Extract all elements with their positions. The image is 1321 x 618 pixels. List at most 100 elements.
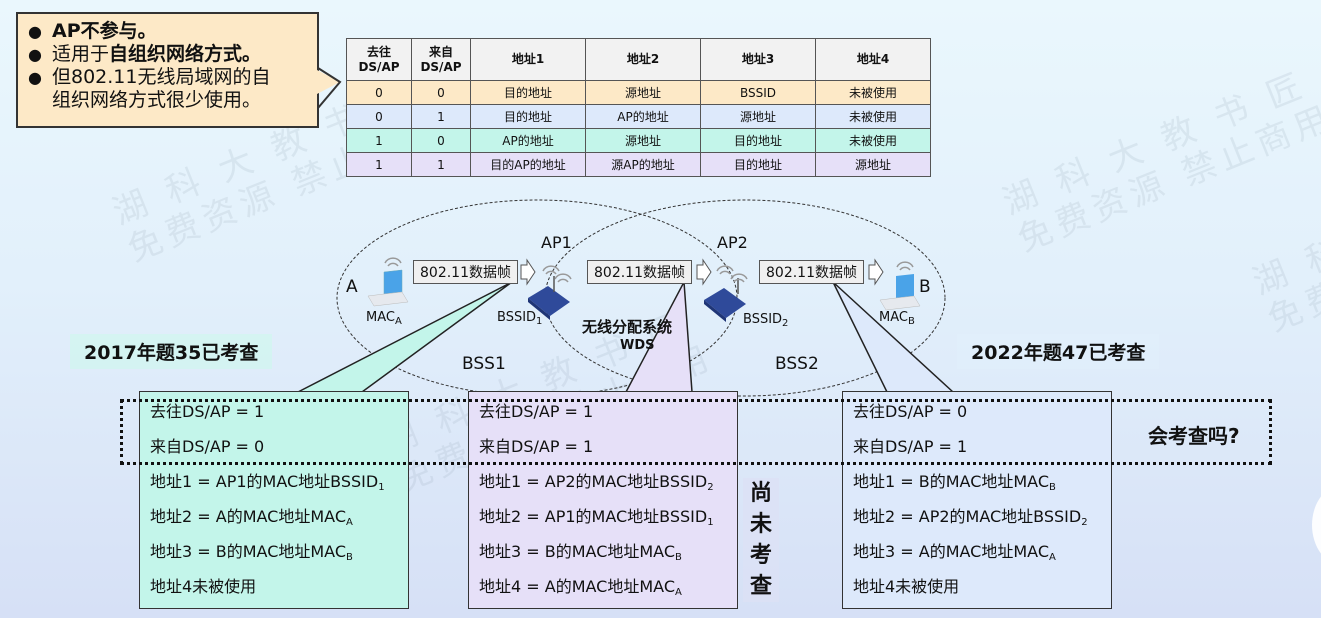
box2-pointer bbox=[624, 279, 693, 393]
wifi-signal-icon bbox=[384, 257, 402, 267]
bssid-text: BSSID bbox=[743, 312, 783, 327]
field-text: 地址3 = B的MAC地址MAC bbox=[150, 542, 347, 561]
table-header: 地址4 bbox=[815, 38, 931, 81]
mac-text: MAC bbox=[366, 310, 395, 325]
frame-fields-box-1: 去往DS/AP = 1 来自DS/AP = 0 地址1 = AP1的MAC地址B… bbox=[139, 391, 409, 609]
table-cell: AP的地址 bbox=[585, 104, 701, 129]
field-row: 地址2 = AP1的MAC地址BSSID1 bbox=[479, 499, 737, 534]
field-subscript: 2 bbox=[707, 482, 714, 493]
table-cell: 源AP的地址 bbox=[585, 152, 701, 177]
ap2-router-icon bbox=[704, 278, 746, 322]
field-row: 地址1 = B的MAC地址MACB bbox=[853, 464, 1111, 499]
field-subscript: B bbox=[346, 552, 353, 563]
field-text: 来自DS/AP = 1 bbox=[853, 437, 968, 456]
bss2-label: BSS2 bbox=[775, 354, 819, 374]
field-subscript: A bbox=[1049, 552, 1056, 563]
mac-text: MAC bbox=[879, 310, 908, 325]
table-cell: 1 bbox=[346, 128, 412, 153]
field-subscript: A bbox=[675, 587, 682, 598]
field-row: 来自DS/AP = 1 bbox=[853, 429, 1111, 464]
field-row: 地址1 = AP1的MAC地址BSSID1 bbox=[150, 464, 408, 499]
bssid-subscript: 2 bbox=[782, 318, 789, 329]
data-frame-3: 802.11数据帧 bbox=[759, 260, 864, 284]
field-row: 来自DS/AP = 1 bbox=[479, 429, 737, 464]
bullet-icon: ● bbox=[28, 22, 42, 41]
note-bold-text: 自组织网络方式。 bbox=[109, 43, 262, 65]
bssid-text: BSSID bbox=[497, 310, 537, 325]
exam-tag-2022: 2022年题47已考查 bbox=[957, 334, 1160, 369]
vertical-char: 查 bbox=[749, 574, 772, 599]
field-text: 地址4未被使用 bbox=[853, 577, 960, 596]
wds-label: 无线分配系统 bbox=[582, 318, 673, 336]
table-cell: 源地址 bbox=[815, 152, 931, 177]
table-cell: AP的地址 bbox=[470, 128, 586, 153]
field-row: 地址4未被使用 bbox=[853, 569, 1111, 604]
table-cell: 目的地址 bbox=[700, 152, 816, 177]
field-text: 地址2 = A的MAC地址MAC bbox=[150, 507, 346, 526]
header-line: DS/AP bbox=[420, 59, 462, 74]
ap1-router-icon bbox=[528, 276, 570, 320]
frame-arrow-icon bbox=[696, 258, 712, 286]
vertical-char: 尚 bbox=[749, 481, 772, 506]
header-line: 来自 bbox=[428, 44, 453, 59]
field-text: 地址2 = AP1的MAC地址BSSID bbox=[479, 507, 708, 526]
wifi-signal-icon bbox=[896, 261, 914, 271]
table-cell: 0 bbox=[346, 80, 412, 105]
field-row: 地址3 = B的MAC地址MACB bbox=[150, 534, 408, 569]
table-cell: 源地址 bbox=[585, 128, 701, 153]
not-yet-tested-tag: 尚 未 考 查 bbox=[743, 478, 779, 602]
field-row: 地址2 = A的MAC地址MACA bbox=[150, 499, 408, 534]
question-label: 会考查吗? bbox=[1148, 424, 1240, 448]
note-item: ● 但802.11无线局域网的自 bbox=[28, 66, 309, 89]
bssid-subscript: 1 bbox=[536, 316, 543, 327]
field-row: 地址3 = B的MAC地址MACB bbox=[479, 534, 737, 569]
field-subscript: 1 bbox=[707, 517, 714, 528]
table-cell: 目的地址 bbox=[700, 128, 816, 153]
field-subscript: A bbox=[346, 517, 353, 528]
field-text: 地址1 = AP1的MAC地址BSSID bbox=[150, 472, 379, 491]
table-cell: 1 bbox=[411, 104, 471, 129]
station-a-label: A bbox=[346, 277, 358, 297]
field-row: 地址4 = A的MAC地址MACA bbox=[479, 569, 737, 604]
frame-fields-box-3: 去往DS/AP = 0 来自DS/AP = 1 地址1 = B的MAC地址MAC… bbox=[842, 391, 1112, 609]
wifi-signal-icon bbox=[716, 265, 748, 283]
bssid2-label: BSSID2 bbox=[743, 312, 788, 329]
mac-subscript: A bbox=[394, 316, 402, 327]
frame-arrow-icon bbox=[868, 258, 884, 286]
bullet-icon: ● bbox=[28, 68, 42, 87]
table-header: 地址1 bbox=[470, 38, 586, 81]
field-text: 去往DS/AP = 0 bbox=[853, 402, 968, 421]
ds-flags-highlight bbox=[120, 399, 1272, 465]
note-item: ●适用于自组织网络方式。 bbox=[28, 43, 309, 66]
table-cell: BSSID bbox=[700, 80, 816, 105]
note-continuation: 组织网络方式很少使用。 bbox=[52, 89, 262, 111]
field-row: 地址4未被使用 bbox=[150, 569, 408, 604]
note-bold-text: AP不参与。 bbox=[52, 20, 157, 42]
field-text: 来自DS/AP = 0 bbox=[150, 437, 265, 456]
field-row: 去往DS/AP = 1 bbox=[150, 394, 408, 429]
table-cell: 目的地址 bbox=[470, 80, 586, 105]
field-subscript: B bbox=[675, 552, 682, 563]
note-text: 但802.11无线局域网的自 bbox=[52, 66, 271, 88]
field-row: 去往DS/AP = 0 bbox=[853, 394, 1111, 429]
ap2-label: AP2 bbox=[717, 233, 748, 252]
field-row: 去往DS/AP = 1 bbox=[479, 394, 737, 429]
mac-b-label: MACB bbox=[879, 310, 915, 327]
field-text: 去往DS/AP = 1 bbox=[479, 402, 594, 421]
table-cell: 未被使用 bbox=[815, 128, 931, 153]
vertical-char: 考 bbox=[749, 543, 772, 568]
table-header: 地址2 bbox=[585, 38, 701, 81]
field-subscript: 2 bbox=[1081, 517, 1088, 528]
field-text: 地址2 = AP2的MAC地址BSSID bbox=[853, 507, 1082, 526]
wds-abbr: WDS bbox=[620, 338, 655, 353]
table-header: 地址3 bbox=[700, 38, 816, 81]
table-cell: 0 bbox=[411, 80, 471, 105]
bss1-label: BSS1 bbox=[462, 354, 506, 374]
ap1-label: AP1 bbox=[541, 233, 572, 252]
callout-pointer bbox=[317, 66, 342, 109]
note-item: ● AP不参与。 bbox=[28, 20, 309, 43]
